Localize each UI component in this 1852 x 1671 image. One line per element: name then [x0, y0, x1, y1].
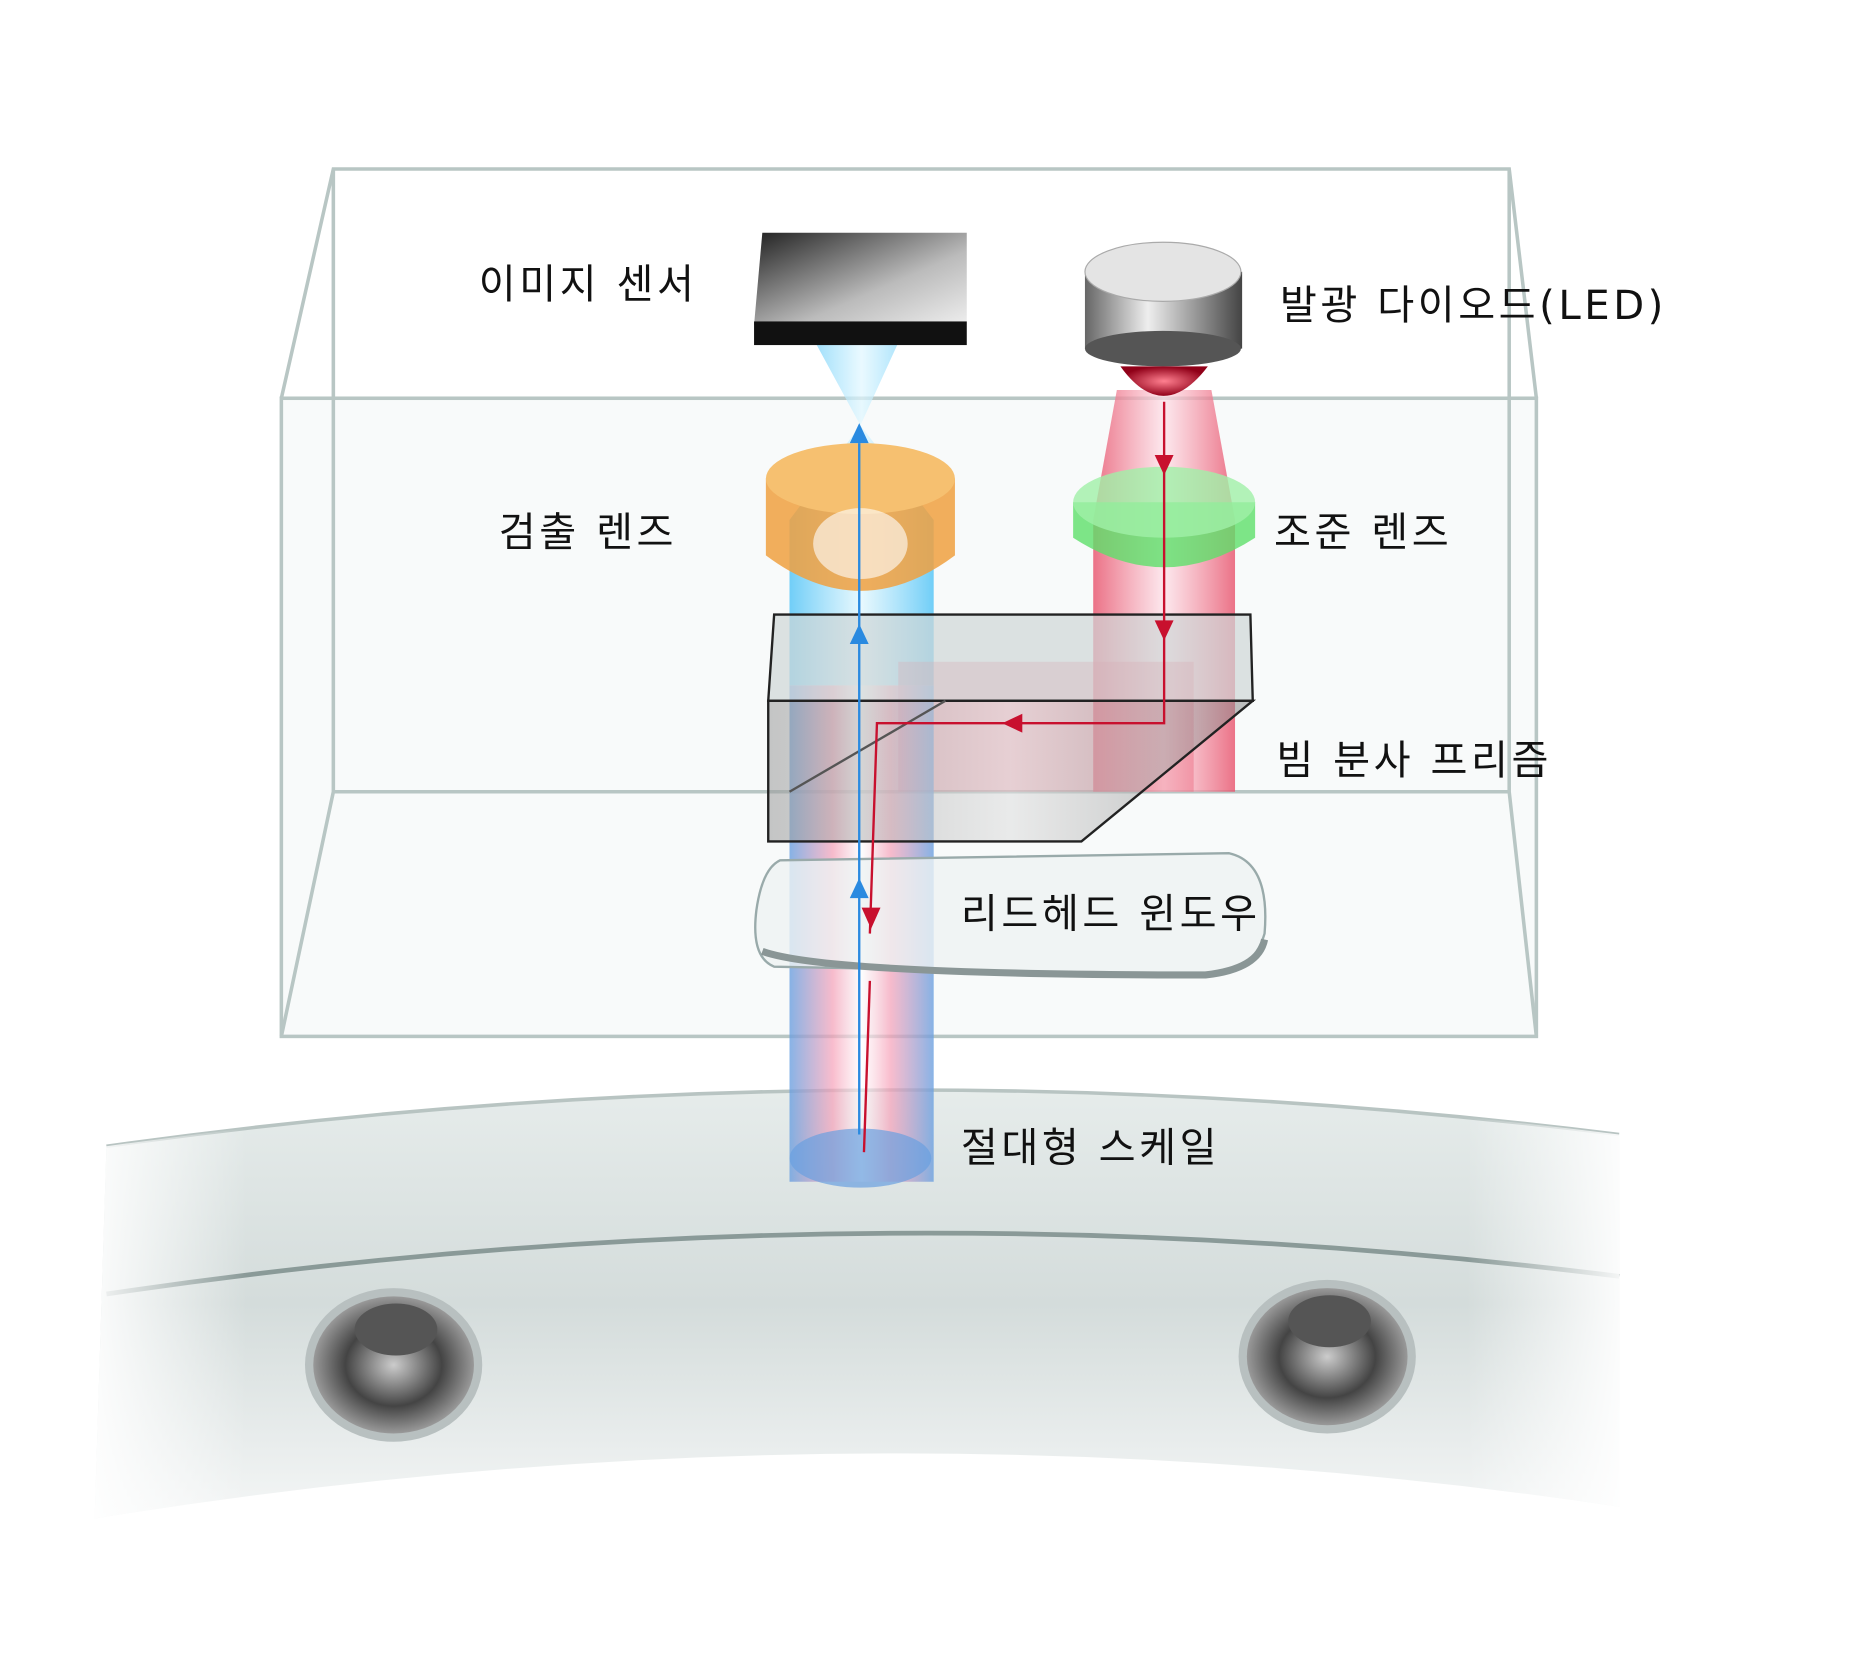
- label-led: 발광 다이오드(LED): [1280, 283, 1667, 329]
- arrow-down-icon: [1154, 620, 1174, 641]
- mounting-hole-left: [304, 1288, 483, 1442]
- mounting-hole-right: [1238, 1279, 1416, 1434]
- arrow-up-icon: [849, 423, 869, 444]
- label-readhead-window: 리드헤드 윈도우: [961, 892, 1261, 938]
- label-absolute-scale: 절대형 스케일: [961, 1126, 1220, 1172]
- readhead-window: [754, 852, 1269, 979]
- beam-splitter-prism: [766, 613, 1257, 843]
- arrow-up-icon: [849, 623, 869, 645]
- led: [1084, 241, 1243, 396]
- image-sensor: [754, 232, 967, 346]
- arrow-down-icon: [1154, 454, 1174, 476]
- arrow-left-icon: [1002, 713, 1023, 733]
- arrow-up-icon: [849, 878, 869, 899]
- light-paths: [849, 401, 1174, 1153]
- label-image-sensor: 이미지 센서: [479, 262, 698, 308]
- absolute-scale-ring: [94, 1088, 1620, 1519]
- label-detection-lens: 검출 렌즈: [499, 510, 677, 556]
- arrow-down-icon: [861, 907, 881, 929]
- label-collimator-lens: 조준 렌즈: [1274, 510, 1452, 556]
- label-beam-splitter-prism: 빔 분사 프리즘: [1276, 738, 1552, 784]
